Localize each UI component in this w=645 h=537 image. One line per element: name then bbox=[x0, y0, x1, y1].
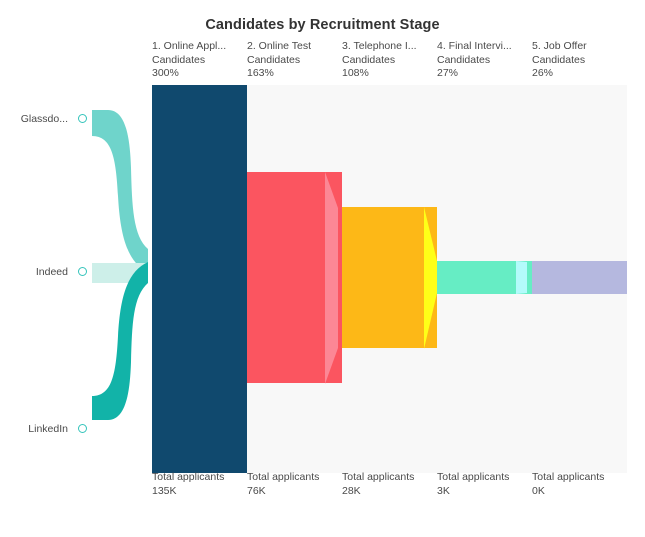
stage-4-footer-label: Total applicants bbox=[437, 471, 510, 483]
stage-4-header: 4. Final Intervi... Candidates 27% bbox=[437, 40, 532, 81]
funnel-stage-3[interactable]: 3. Telephone I... Candidates 108% Total … bbox=[342, 40, 437, 510]
stage-4-footer: Total applicants 3K bbox=[437, 471, 532, 498]
stage-1-name: 1. Online Appl... bbox=[152, 40, 227, 52]
source-ribbon-paths bbox=[92, 110, 148, 420]
stage-1-bar[interactable] bbox=[152, 85, 247, 473]
stage-3-footer-value: 28K bbox=[342, 484, 361, 497]
stage-4-name: 4. Final Intervi... bbox=[437, 40, 512, 52]
source-marker-indeed-icon[interactable] bbox=[78, 267, 87, 276]
stage-2-name: 2. Online Test bbox=[247, 40, 312, 52]
funnel-stage-5[interactable]: 5. Job Offer Candidates 26% Total applic… bbox=[532, 40, 627, 510]
stage-1-header: 1. Online Appl... Candidates 300% bbox=[152, 40, 247, 81]
stage-1-footer-label: Total applicants bbox=[152, 471, 225, 483]
stage-3-footer-label: Total applicants bbox=[342, 471, 415, 483]
stage-5-footer-label: Total applicants bbox=[532, 471, 605, 483]
connector-stage-4-to-5 bbox=[516, 261, 528, 294]
stage-5-name: 5. Job Offer bbox=[532, 40, 587, 52]
stage-3-bar[interactable] bbox=[342, 207, 437, 348]
stage-5-footer-value: 0K bbox=[532, 484, 545, 497]
stage-2-footer-label: Total applicants bbox=[247, 471, 320, 483]
source-label-indeed[interactable]: Indeed bbox=[35, 266, 68, 278]
stage-5-footer: Total applicants 0K bbox=[532, 471, 627, 498]
stage-5-header: 5. Job Offer Candidates 26% bbox=[532, 40, 627, 81]
stage-5-percent: 26% bbox=[532, 67, 554, 79]
stage-1-measure: Candidates bbox=[152, 53, 206, 66]
stage-4-percent: 27% bbox=[437, 67, 459, 79]
source-ribbons-group: Glassdo... Indeed LinkedIn bbox=[0, 0, 160, 537]
stage-2-measure: Candidates bbox=[247, 53, 301, 66]
funnel-stage-1[interactable]: 1. Online Appl... Candidates 300% Total … bbox=[152, 40, 247, 510]
stage-1-footer: Total applicants 135K bbox=[152, 471, 247, 498]
stage-3-percent: 108% bbox=[342, 67, 369, 79]
stage-4-measure: Candidates bbox=[437, 53, 491, 66]
stage-1-footer-value: 135K bbox=[152, 484, 177, 497]
source-label-glassdoor[interactable]: Glassdo... bbox=[20, 113, 68, 125]
stage-2-header: 2. Online Test Candidates 163% bbox=[247, 40, 342, 81]
stage-4-footer-value: 3K bbox=[437, 484, 450, 497]
chart-title: Candidates by Recruitment Stage bbox=[205, 17, 440, 33]
source-marker-glassdoor-icon[interactable] bbox=[78, 114, 87, 123]
stage-2-percent: 163% bbox=[247, 67, 274, 79]
connector-stage-2-to-3 bbox=[325, 172, 339, 384]
source-marker-linkedin-icon[interactable] bbox=[78, 424, 87, 433]
stage-5-bar[interactable] bbox=[532, 261, 627, 294]
stage-2-footer-value: 76K bbox=[247, 484, 266, 497]
ribbon-glassdoor bbox=[92, 110, 148, 272]
stage-3-measure: Candidates bbox=[342, 53, 396, 66]
source-label-linkedin[interactable]: LinkedIn bbox=[28, 423, 68, 435]
stage-5-measure: Candidates bbox=[532, 53, 586, 66]
ribbon-linkedin bbox=[92, 262, 148, 420]
stage-2-footer: Total applicants 76K bbox=[247, 471, 342, 498]
stage-3-header: 3. Telephone I... Candidates 108% bbox=[342, 40, 437, 81]
stage-3-name: 3. Telephone I... bbox=[342, 40, 417, 52]
stage-3-footer: Total applicants 28K bbox=[342, 471, 437, 498]
stage-1-percent: 300% bbox=[152, 67, 179, 79]
connector-stage-3-to-4 bbox=[424, 207, 438, 349]
